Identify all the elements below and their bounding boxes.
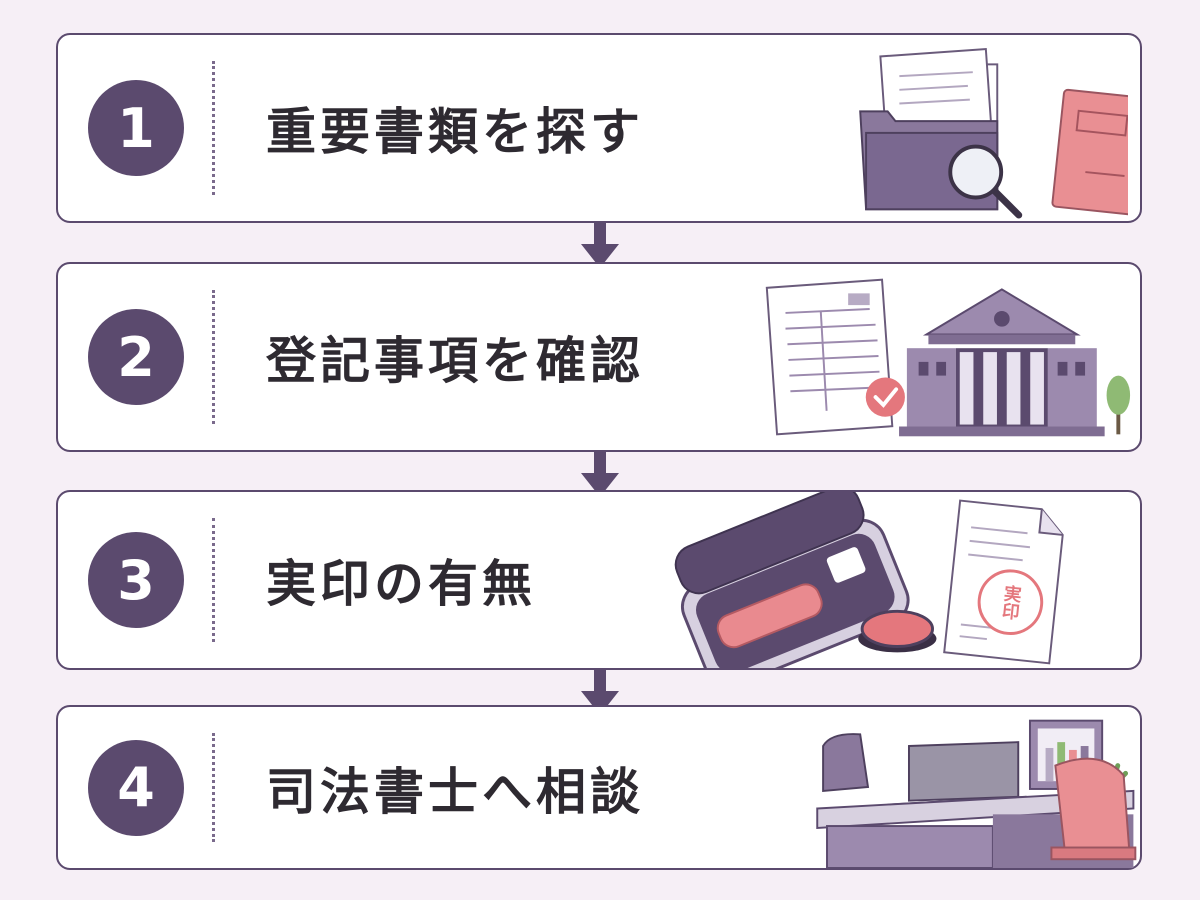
seal-stamp-text: 実印 xyxy=(999,583,1023,621)
step-2-card: 2 登記事項を確認 xyxy=(56,262,1142,452)
dotted-divider xyxy=(212,518,215,642)
down-arrow-icon xyxy=(581,451,619,497)
down-arrow-icon xyxy=(581,222,619,268)
step-number-badge: 3 xyxy=(88,532,184,628)
down-arrow-icon xyxy=(581,669,619,715)
step-title: 実印の有無 xyxy=(266,555,536,613)
step-number-badge: 1 xyxy=(88,80,184,176)
dotted-divider xyxy=(212,733,215,842)
seal-case-icon: 実印 xyxy=(674,492,1064,668)
step-title: 重要書類を探す xyxy=(266,103,644,161)
step-title: 登記事項を確認 xyxy=(266,332,644,390)
dotted-divider xyxy=(212,61,215,195)
step-3-card: 3 実印の有無 実印 xyxy=(56,490,1142,670)
step-number-badge: 4 xyxy=(88,739,184,836)
folder-documents-icon xyxy=(859,48,1128,219)
step-title: 司法書士へ相談 xyxy=(266,762,644,821)
step-number-badge: 2 xyxy=(88,309,184,405)
register-courthouse-icon xyxy=(765,278,1131,437)
office-desk-icon xyxy=(816,719,1137,868)
step-4-card: 4 司法書士へ相談 xyxy=(56,705,1142,870)
dotted-divider xyxy=(212,290,215,424)
step-1-card: 1 重要書類を探す xyxy=(56,33,1142,223)
